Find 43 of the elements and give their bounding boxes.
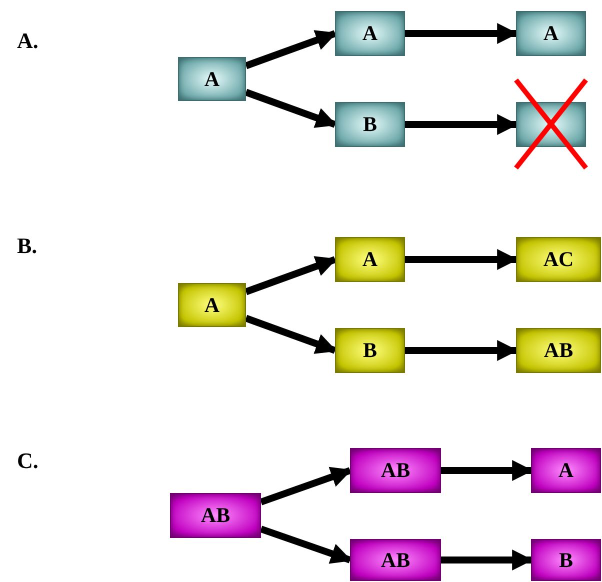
cell-label: B — [558, 550, 573, 570]
arrow — [260, 466, 352, 506]
arrow — [244, 30, 337, 70]
cell-box — [335, 11, 405, 56]
cell-box — [516, 11, 586, 56]
arrow — [244, 314, 337, 354]
cell-label: A — [362, 23, 378, 44]
arrow — [441, 550, 534, 570]
section-label: B. — [17, 233, 38, 259]
cell-label: A — [204, 294, 220, 316]
cell-box — [178, 57, 246, 101]
cell-label: A — [204, 68, 220, 90]
cell-box — [335, 102, 405, 147]
arrow — [405, 340, 518, 361]
cell-box — [350, 448, 441, 493]
cell-label: B — [362, 340, 377, 361]
cell-label: AC — [543, 249, 574, 270]
cell-box — [170, 493, 261, 538]
cell-label: AB — [380, 550, 410, 570]
arrow — [441, 460, 534, 481]
arrow — [260, 526, 352, 564]
cell-box — [516, 237, 601, 282]
arrow — [405, 23, 518, 44]
cell-label: B — [362, 114, 377, 135]
section-label: C. — [17, 448, 38, 474]
cell-box — [335, 237, 405, 282]
cell-box — [178, 283, 246, 327]
cell-box — [516, 328, 601, 373]
section-label: A. — [17, 28, 38, 54]
cell-box — [531, 539, 601, 581]
arrow — [244, 88, 337, 128]
cell-label: A — [558, 460, 574, 481]
cell-label: AB — [544, 340, 574, 361]
arrow — [405, 249, 518, 270]
cell-box — [531, 448, 601, 493]
cell-label: A — [362, 249, 378, 270]
arrow — [244, 256, 337, 296]
cell-label: AB — [380, 460, 410, 481]
cell-box — [350, 539, 441, 581]
cell-label: AB — [200, 505, 230, 526]
arrow — [405, 114, 518, 135]
cell-box — [335, 328, 405, 373]
cell-label: A — [543, 23, 559, 44]
